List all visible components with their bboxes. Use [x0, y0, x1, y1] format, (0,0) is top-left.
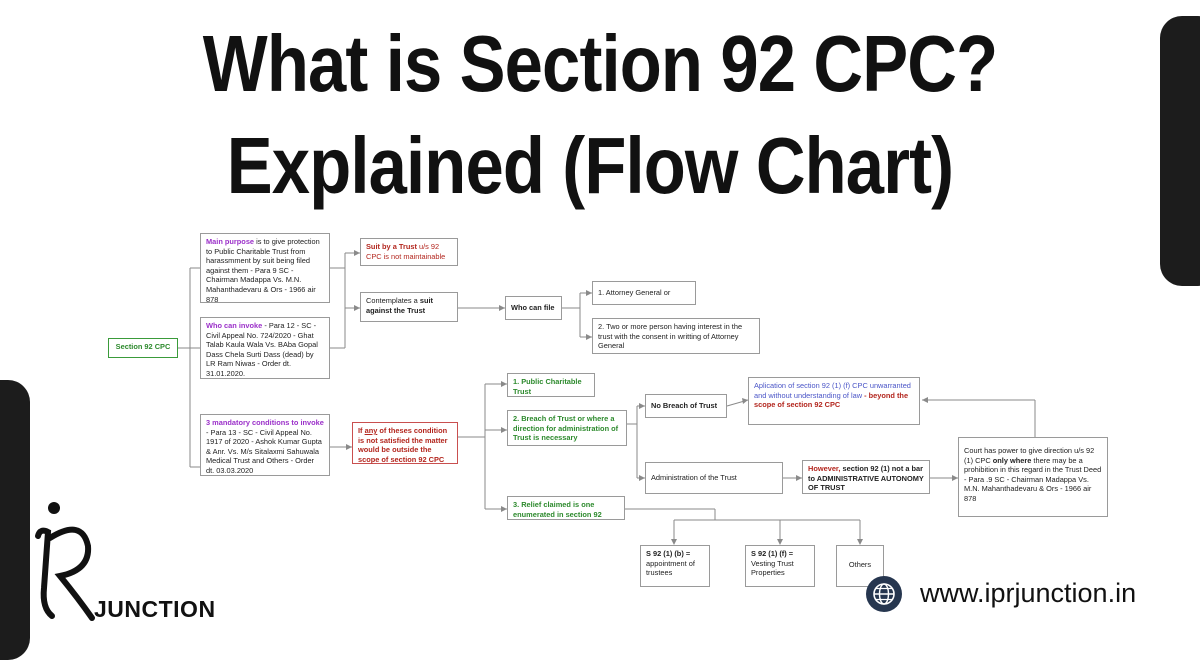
who-can-invoke-node: Who can invoke - Para 12 - SC - Civil Ap… [200, 317, 330, 379]
page-title-line2: Explained (Flow Chart) [226, 121, 954, 210]
main-purpose-node: Main purpose is to give protection to Pu… [200, 233, 330, 304]
flow-connectors [178, 250, 1036, 545]
s92f-node: S 92 (1) (f) = Vesting Trust Properties [745, 545, 815, 587]
two-or-more-node: 2. Two or more person having interest in… [592, 318, 760, 354]
logo-icon [35, 502, 95, 621]
however-node: However, section 92 (1) not a bar to ADM… [802, 460, 930, 494]
website-url[interactable]: www.iprjunction.in [920, 578, 1137, 608]
decorative-right-bar [1160, 16, 1200, 286]
attorney-general-node: 1. Attorney General or [592, 281, 696, 305]
logo-text: JUNCTION [94, 596, 216, 622]
root-node: Section 92 CPC [108, 338, 178, 358]
suit-by-trust-node: Suit by a Trust u/s 92 CPC is not mainta… [360, 238, 458, 266]
logo-mark [30, 498, 100, 626]
decorative-left-bar [0, 380, 30, 660]
condition-1-node: 1. Public Charitable Trust [507, 373, 595, 397]
application-node: Aplication of section 92 (1) (f) CPC unw… [748, 377, 920, 425]
s92b-node: S 92 (1) (b) = appointment of trustees [640, 545, 710, 587]
mandatory-conditions-node: 3 mandatory conditions to invoke - Para … [200, 414, 330, 476]
condition-2-node: 2. Breach of Trust or where a direction … [507, 410, 627, 446]
who-can-file-node: Who can file [505, 296, 562, 320]
page-title-line1: What is Section 92 CPC? [202, 19, 998, 108]
globe-icon [866, 576, 902, 612]
court-power-node: Court has power to give direction u/s 92… [958, 437, 1108, 517]
any-condition-node: If any of theses condition is not satisf… [352, 422, 458, 464]
contemplates-node: Contemplates a suit against the Trust [360, 292, 458, 322]
no-breach-node: No Breach of Trust [645, 394, 727, 418]
administration-node: Administration of the Trust [645, 462, 783, 494]
condition-3-node: 3. Relief claimed is one enumerated in s… [507, 496, 625, 520]
flow-chart: Section 92 CPC Main purpose is to give p… [108, 233, 1108, 587]
